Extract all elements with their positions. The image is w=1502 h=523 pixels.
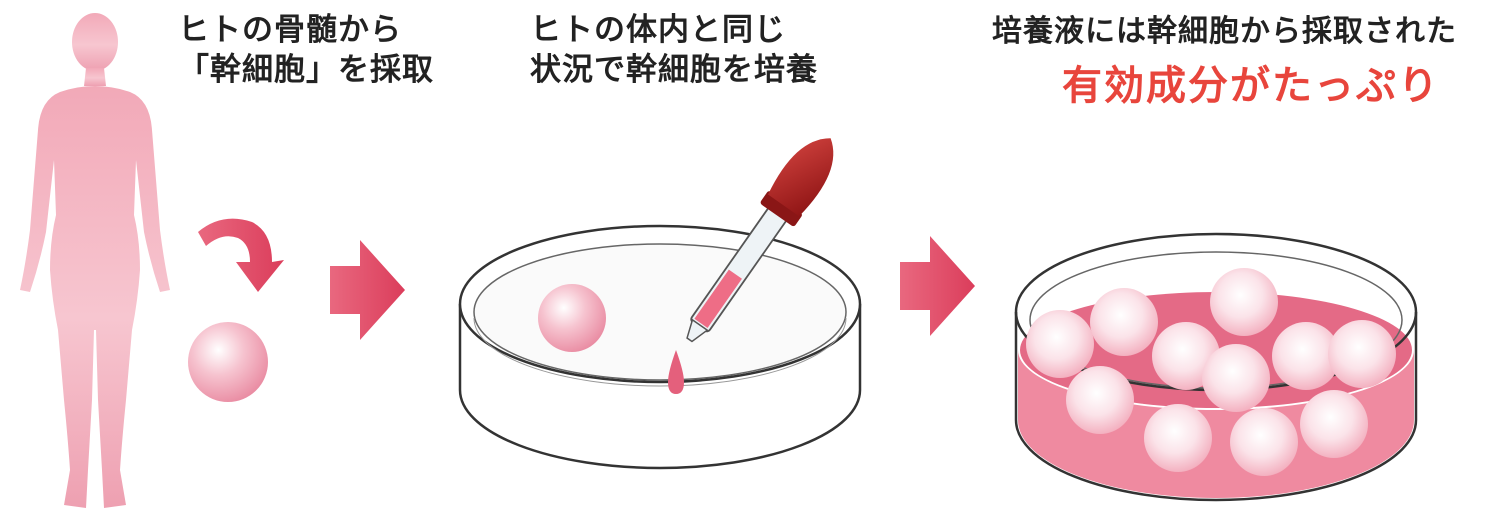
petri-dish-icon	[458, 224, 862, 470]
right-arrow-icon	[330, 240, 405, 340]
right-arrow-icon	[900, 236, 975, 336]
curved-arrow-icon	[198, 218, 284, 292]
stem-cell-sphere-icon	[188, 322, 268, 402]
stem-cell-cluster	[1026, 268, 1396, 476]
step-2-line-1: ヒトの体内と同じ	[530, 12, 786, 48]
step-1-line-1: ヒトの骨髄から	[178, 12, 402, 48]
human-silhouette-icon	[20, 13, 170, 508]
step-3-caption: 培養液には幹細胞から採取された	[992, 12, 1457, 52]
stem-cell-sphere-icon	[538, 284, 606, 352]
culture-medium	[1018, 350, 1414, 498]
step-3-highlight: 有効成分がたっぷり	[1062, 63, 1440, 109]
step-2-caption: ヒトの体内と同じ 状況で幹細胞を培養	[530, 10, 818, 90]
step-1-line-2: 「幹細胞」を採取	[178, 52, 434, 88]
droplet-icon	[668, 350, 684, 394]
dropper-icon	[686, 138, 834, 343]
step-1-caption: ヒトの骨髄から 「幹細胞」を採取	[178, 10, 434, 90]
step-2-line-2: 状況で幹細胞を培養	[530, 52, 818, 88]
step-3-line-1: 培養液には幹細胞から採取された	[992, 14, 1457, 49]
